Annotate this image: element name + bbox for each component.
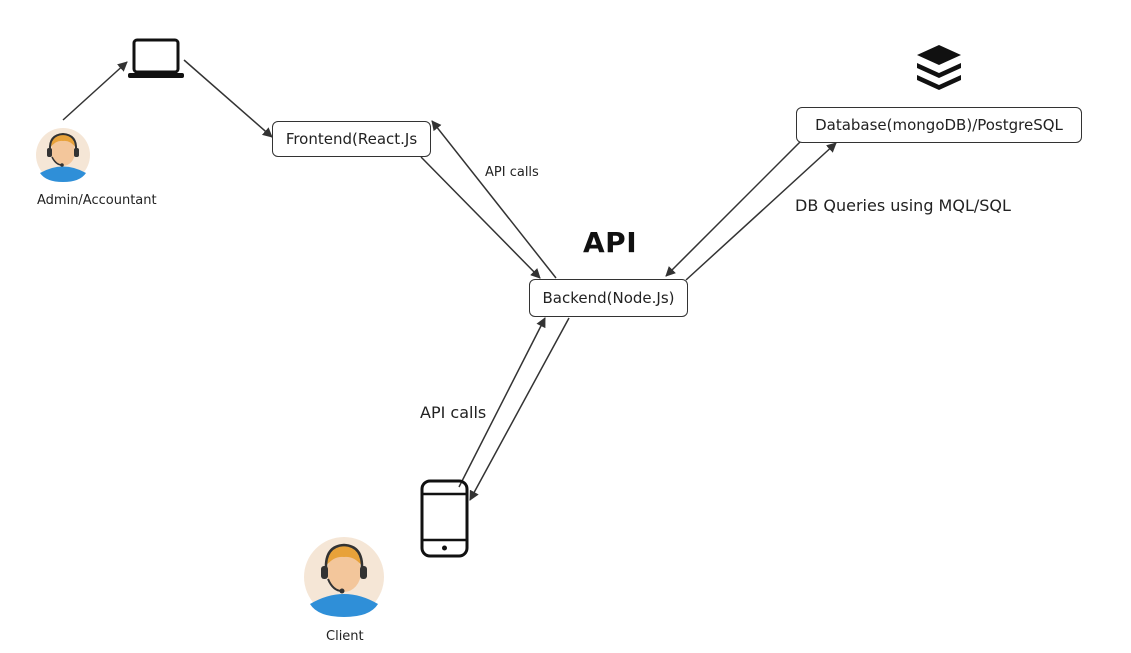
api-heading: API bbox=[583, 226, 638, 259]
database-stack-icon bbox=[917, 45, 961, 90]
arrow-backend-to-database bbox=[685, 142, 837, 281]
database-node: Database(mongoDB)/PostgreSQL bbox=[796, 107, 1082, 143]
arrow-admin-to-laptop bbox=[62, 61, 128, 121]
client-label: Client bbox=[326, 629, 364, 644]
arrow-frontend-to-backend bbox=[420, 156, 541, 279]
smartphone-icon bbox=[420, 479, 469, 558]
db-queries-label: DB Queries using MQL/SQL bbox=[795, 196, 1011, 215]
admin-label: Admin/Accountant bbox=[37, 193, 157, 208]
client-avatar-icon bbox=[304, 537, 384, 617]
arrow-backend-to-frontend bbox=[431, 120, 557, 279]
laptop-icon bbox=[128, 38, 184, 78]
arrow-phone-to-backend bbox=[458, 317, 546, 488]
backend-node: Backend(Node.Js) bbox=[529, 279, 688, 317]
arrow-laptop-to-frontend bbox=[183, 59, 273, 138]
api-calls-bottom-label: API calls bbox=[420, 403, 487, 422]
arrow-database-to-backend bbox=[665, 141, 801, 277]
arrow-backend-to-phone bbox=[469, 317, 570, 501]
admin-avatar-icon bbox=[36, 128, 90, 182]
frontend-node: Frontend(React.Js bbox=[272, 121, 431, 157]
api-calls-top-label: API calls bbox=[485, 165, 539, 180]
